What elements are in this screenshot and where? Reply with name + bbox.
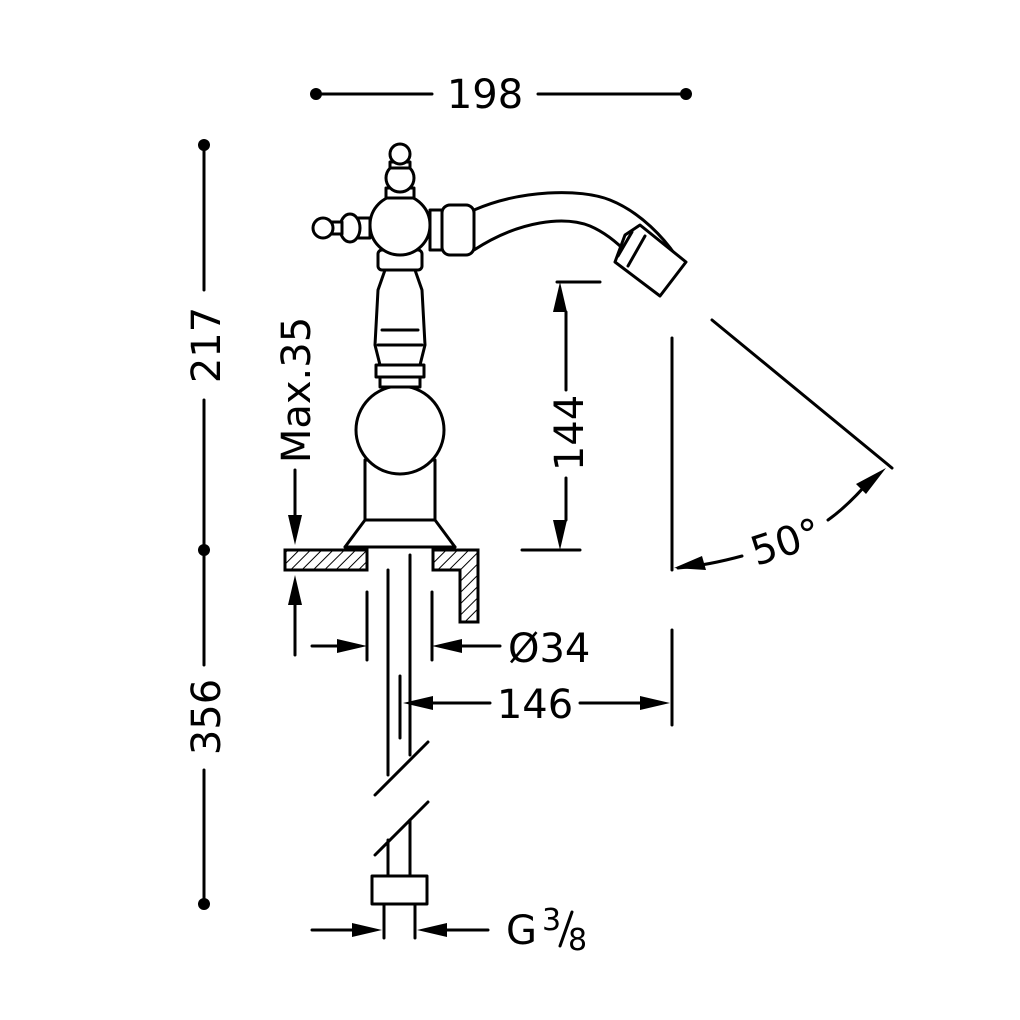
deck-thickness-label: Max.35	[274, 317, 320, 463]
height-below-label: 356	[184, 679, 230, 755]
width-dimension: 198	[310, 72, 692, 118]
connector-nut	[370, 874, 429, 906]
spout-reach-dimension: 146	[398, 628, 674, 740]
connection-dimension: G 3 8	[310, 902, 587, 958]
spout-height-label: 144	[547, 395, 593, 471]
spout-height-dimension: 144	[520, 280, 602, 552]
deck-section	[283, 548, 480, 624]
deck-thickness-dimension: Max.35	[274, 317, 320, 657]
height-dimensions: 217 356	[184, 139, 230, 910]
connection-numerator: 3	[542, 903, 561, 938]
faucet-body	[311, 142, 688, 906]
swivel-angle-dimension: 50°	[670, 318, 894, 576]
height-above-label: 217	[184, 307, 230, 383]
swivel-angle-label: 50°	[745, 510, 827, 576]
hole-diameter-dimension: Ø34	[310, 590, 590, 672]
body-boss	[354, 384, 446, 476]
width-label: 198	[447, 72, 523, 118]
connection-prefix-label: G	[506, 908, 537, 954]
handle-knob	[311, 216, 335, 240]
connection-denominator: 8	[568, 923, 587, 958]
spout-reach-label: 146	[497, 682, 573, 728]
hole-diameter-label: Ø34	[508, 626, 590, 672]
head-sphere	[368, 193, 432, 257]
